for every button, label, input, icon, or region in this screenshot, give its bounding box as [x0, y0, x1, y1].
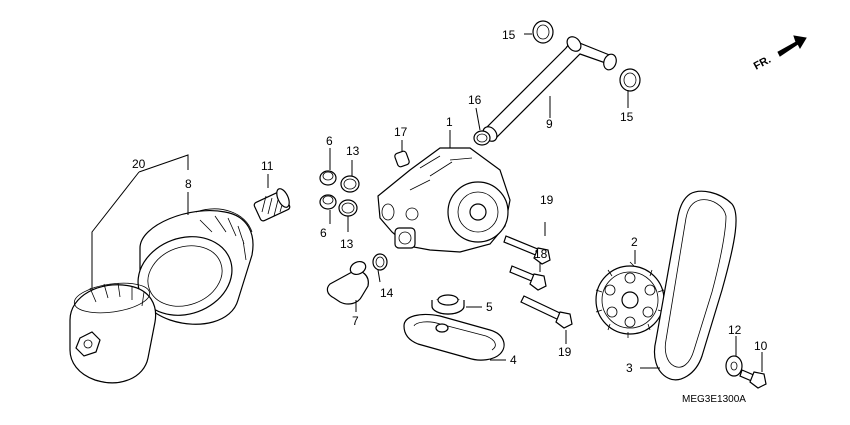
callout-6-upper: 6: [326, 134, 333, 148]
oil-pipe: [482, 36, 617, 142]
sealing-plug: [431, 294, 465, 315]
dowel-pin-lower: [319, 194, 337, 210]
o-ring-upper: [340, 175, 360, 193]
dowel-pin-upper: [319, 170, 337, 186]
callout-9: 9: [546, 117, 553, 131]
direction-label: FR.: [752, 54, 773, 73]
callout-8: 8: [185, 177, 192, 191]
bolt-19-upper: [503, 235, 551, 265]
callout-15-lower: 15: [620, 110, 634, 124]
callout-7: 7: [352, 314, 359, 328]
callout-16: 16: [468, 93, 482, 107]
o-ring-14: [372, 253, 388, 271]
callout-4: 4: [510, 353, 517, 367]
callout-2: 2: [631, 235, 638, 249]
callout-19-lower: 19: [558, 345, 572, 359]
callout-18: 18: [534, 247, 548, 261]
sprocket-bolt: [739, 369, 767, 389]
oil-filter: [137, 208, 254, 325]
threaded-fitting: [253, 188, 291, 222]
callout-15-upper: 15: [502, 28, 516, 42]
callout-3: 3: [626, 361, 633, 375]
callout-10: 10: [754, 339, 768, 353]
drive-chain: [653, 190, 737, 381]
dowel-pin-17: [394, 150, 410, 168]
diagram-code: MEG3E1300A: [682, 394, 746, 405]
callout-labels: 20 8 11 6 13 6 13 14 7 17 1 16 15 9 15 1…: [132, 28, 773, 405]
callout-11: 11: [261, 159, 274, 173]
callout-20: 20: [132, 157, 146, 171]
driven-sprocket: [595, 261, 665, 338]
bolt-18: [509, 265, 547, 291]
callout-12: 12: [728, 323, 742, 337]
front-direction-arrow-icon: [777, 35, 807, 57]
callout-13-upper: 13: [346, 144, 360, 158]
seal-15-upper: [532, 20, 554, 44]
callout-19-upper: 19: [540, 193, 554, 207]
oil-strainer: [403, 313, 505, 361]
callout-13-lower: 13: [340, 237, 354, 251]
callout-17: 17: [394, 125, 408, 139]
o-ring-lower: [338, 199, 358, 217]
seal-15-lower: [619, 68, 641, 92]
callout-1: 1: [446, 115, 453, 129]
relief-valve: [326, 260, 369, 305]
o-ring-16: [473, 130, 491, 146]
callout-5: 5: [486, 300, 493, 314]
leader-lines: [91, 33, 763, 372]
oil-filter-cover: [69, 282, 157, 384]
callout-14: 14: [380, 286, 394, 300]
oil-pump-assembly: [377, 147, 511, 253]
callout-6-lower: 6: [320, 226, 327, 240]
washer: [725, 355, 743, 377]
bolt-19-lower: [520, 295, 573, 329]
